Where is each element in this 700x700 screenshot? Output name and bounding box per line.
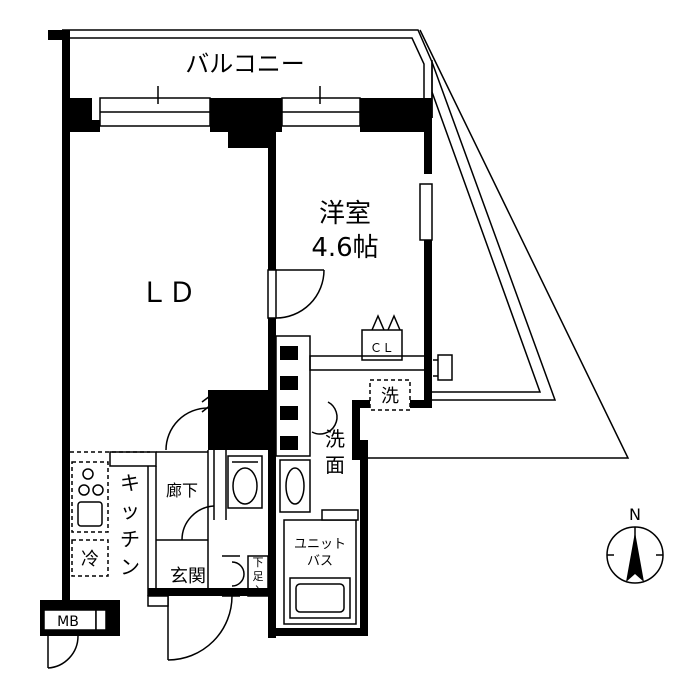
closet-label: ＣＬ [370, 341, 394, 355]
kitchen-label-3: チ [120, 527, 140, 551]
north-compass-icon [606, 526, 664, 584]
hallway-label: 廊下 [166, 481, 198, 500]
sink [279, 459, 311, 513]
shoe-box-label-3: 入 [253, 584, 264, 597]
refrigerator-space [71, 539, 109, 577]
kitchen-label-2: ッ [120, 499, 140, 523]
washer-space [369, 379, 411, 411]
living-dining-label: ＬＤ [140, 276, 196, 309]
washroom-walls [275, 335, 453, 457]
shoe-box-label-1: 下 [253, 556, 264, 569]
shoe-box-label-2: 足 [253, 570, 264, 583]
closet [361, 314, 403, 361]
kitchen-label-1: キ [120, 471, 140, 495]
western-room-label: 洋室 [319, 199, 371, 229]
western-room-size-label: 4.6帖 [311, 233, 378, 263]
washroom-label-1: 洗 [325, 427, 345, 451]
kitchen-counter [71, 461, 109, 533]
meter-box [43, 609, 119, 669]
windows [99, 86, 433, 241]
interior-partitions [70, 450, 227, 596]
kitchen-label-4: ン [120, 555, 140, 579]
hallway-doors[interactable] [165, 395, 338, 541]
washer-label: 洗 [381, 386, 399, 407]
meter-box-label: MB [57, 614, 79, 630]
refrigerator-label: 冷 [81, 549, 99, 570]
entrance-label: 玄関 [170, 566, 206, 587]
western-room-door[interactable] [267, 269, 325, 319]
terrace-outline [360, 29, 630, 459]
shoe-box [222, 555, 269, 597]
toilet [227, 455, 263, 509]
entrance-door[interactable] [147, 595, 233, 661]
unit-bath-label-1: ユニット [294, 537, 346, 552]
washroom-label-2: 面 [325, 453, 345, 477]
unit-bath-label-2: バス [307, 554, 333, 569]
balcony-label: バルコニー [185, 50, 305, 78]
unit-bath [283, 509, 359, 625]
washroom-wall-blocks [228, 346, 298, 450]
compass-north-label: N [629, 505, 641, 524]
